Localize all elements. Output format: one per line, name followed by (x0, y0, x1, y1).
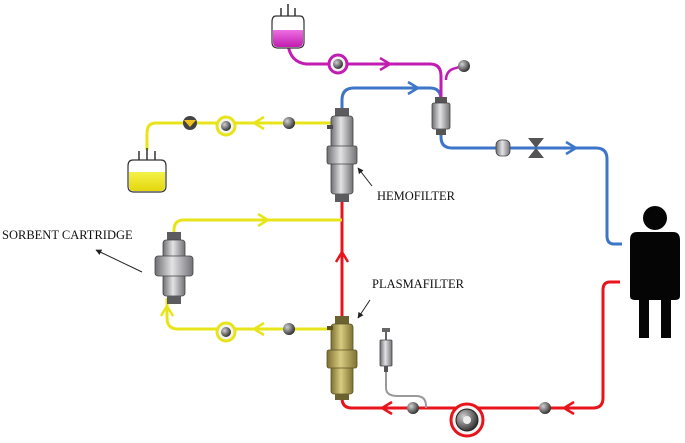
sorbent-cartridge-pointer (95, 249, 143, 273)
pressure-sensor-icon (458, 60, 470, 72)
pressure-sensor-icon (283, 323, 295, 335)
syringe-pump-icon (379, 328, 393, 372)
hemofilter (326, 108, 358, 202)
pressure-sensor-icon (539, 402, 551, 414)
hemofilter-pointer (357, 167, 373, 187)
pressure-sensor-icon (407, 402, 419, 414)
valve-icon (183, 116, 197, 130)
hemofilter-label: HEMOFILTER (377, 189, 456, 203)
blood-outflow-tubing (340, 200, 620, 410)
roller-pump-icon (449, 402, 485, 438)
fluid-bag-icon (271, 4, 305, 49)
plasmafilter-pointer (357, 299, 371, 319)
sorbent-cartridge (154, 232, 194, 304)
pressure-sensor-icon (283, 117, 295, 129)
drip-chamber-icon (431, 97, 451, 135)
air-bubble-detector-icon (495, 139, 511, 157)
plasmafilter-label: PLASMAFILTER (372, 277, 465, 291)
plasmafilter (326, 316, 358, 400)
plasma-tubing (165, 298, 333, 331)
flow-direction-arrows (159, 56, 579, 416)
replacement-sensor-branch (444, 64, 463, 81)
fluid-bag-icon (127, 148, 167, 193)
roller-pump-icon (327, 53, 349, 75)
replacement-fluid-tubing (286, 43, 443, 100)
blood-return-tubing (340, 86, 622, 246)
sorbent-cartridge-label: SORBENT CARTRIDGE (2, 228, 133, 242)
plasma-return-tubing (172, 218, 342, 240)
roller-pump-icon (215, 321, 237, 343)
patient-silhouette-icon (630, 206, 680, 338)
clamp-icon (528, 138, 544, 158)
anticoagulant-line (385, 372, 427, 408)
roller-pump-icon (215, 115, 237, 137)
ultrafiltrate-tubing (145, 121, 333, 150)
